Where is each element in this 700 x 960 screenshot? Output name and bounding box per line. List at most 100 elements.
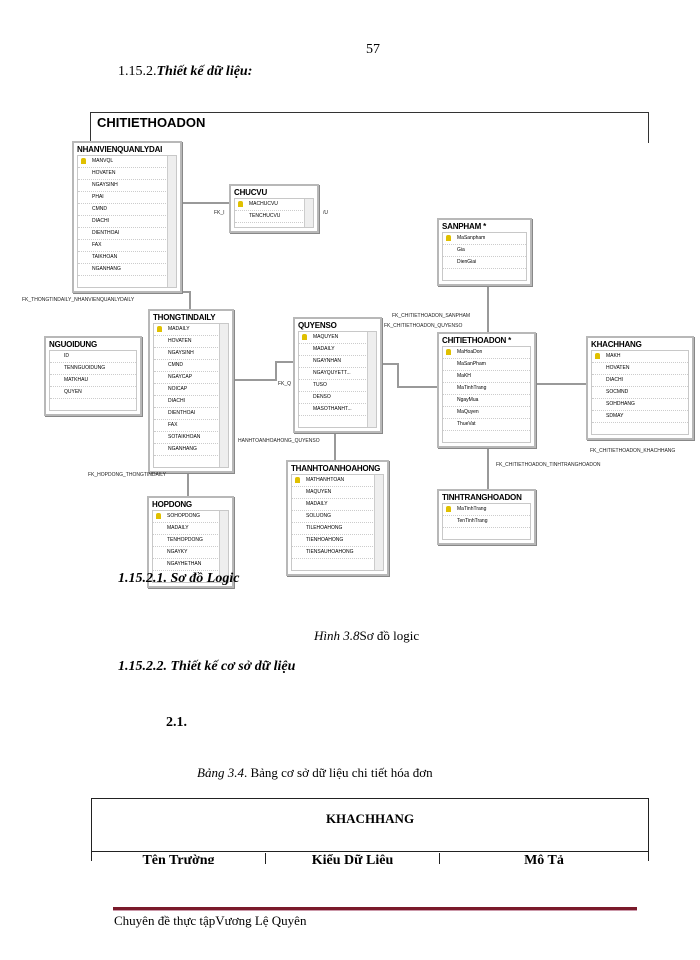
footer-divider	[113, 907, 637, 911]
field-row: NGAYQUYETT...	[299, 368, 376, 380]
field-row: HOVATEN	[78, 168, 176, 180]
field-name: QUYEN	[64, 389, 82, 395]
scrollbar[interactable]	[167, 156, 176, 287]
field-name: HOVATEN	[168, 338, 192, 344]
field-name: NGAYNHAN	[313, 358, 341, 364]
field-row: QUYEN	[50, 387, 136, 399]
field-row: NGAYNHAN	[299, 356, 376, 368]
field-name: SDMAY	[606, 413, 624, 419]
field-name: NGAYSINH	[168, 350, 194, 356]
header-field-name: Tên Trường	[92, 853, 266, 864]
field-name: MaSanpham	[457, 235, 486, 241]
field-name: ID	[64, 353, 69, 359]
field-name: MADAILY	[168, 326, 190, 332]
entity-title: HOPDONG	[152, 500, 192, 509]
scrollbar[interactable]	[219, 511, 228, 582]
scrollbar[interactable]	[367, 332, 376, 427]
db-table-title: KHACHHANG	[325, 811, 415, 826]
scrollbar[interactable]	[304, 199, 313, 227]
field-row: DIACHI	[154, 396, 228, 408]
header-description: Mô Tả	[524, 853, 564, 864]
field-name: NGAYSINH	[92, 182, 118, 188]
field-row: MADAILY	[153, 523, 228, 535]
field-name: ThueVat	[457, 421, 476, 427]
field-row: DENSO	[299, 392, 376, 404]
field-row: MACHUCVU	[235, 199, 313, 211]
field-row: ThueVat	[443, 419, 530, 431]
entity-title: NHANVIENQUANLYDAI	[77, 145, 163, 154]
field-name: DENSO	[313, 394, 331, 400]
empty-row	[443, 528, 530, 539]
field-name: TENHOPDONG	[167, 537, 203, 543]
rel-label: FK_THONGTINDAILY_NHANVIENQUANLYDAILY	[22, 297, 135, 303]
field-row: MAKH	[592, 351, 688, 363]
db-table-header-row: Tên Trường Kiểu Dữ Liệu Mô Tả	[92, 851, 648, 864]
diagram-frame: CHITIETHOADON	[90, 112, 649, 143]
field-name: FAX	[92, 242, 102, 248]
field-row: MaKH	[443, 371, 530, 383]
field-row: NGANHANG	[78, 264, 176, 276]
field-row: TIENHOAHONG	[292, 535, 383, 547]
field-row: MANVQL	[78, 156, 176, 168]
field-row: TILEHOAHONG	[292, 523, 383, 535]
field-row: SOHDHANG	[592, 399, 688, 411]
rel-label: FK_Q	[278, 381, 292, 387]
field-row: MaSanPham	[443, 359, 530, 371]
field-name: MASOTHANHT...	[313, 406, 352, 412]
field-row: HOVATEN	[592, 363, 688, 375]
primary-key-icon	[81, 158, 86, 164]
scrollbar[interactable]	[219, 324, 228, 467]
rel-label: FK_I	[214, 210, 225, 216]
field-row: MASOTHANHT...	[299, 404, 376, 416]
entity-title: CHUCVU	[234, 188, 268, 197]
entity-title: NGUOIDUNG	[49, 340, 97, 349]
field-name: MaHoaDon	[457, 349, 483, 355]
field-row: MaQuyen	[443, 407, 530, 419]
field-name: TenTinhTrang	[457, 518, 488, 524]
field-name: TENNGUOIDUNG	[64, 365, 106, 371]
field-name: TILEHOAHONG	[306, 525, 343, 531]
field-row: NOICAP	[154, 384, 228, 396]
entity-title: THONGTINDAILY	[153, 313, 216, 322]
scrollbar[interactable]	[374, 475, 383, 570]
figure-caption-label: Hình 3.8	[314, 628, 360, 643]
field-row: SOHOPDONG	[153, 511, 228, 523]
field-name: NGAYQUYETT...	[313, 370, 351, 376]
primary-key-icon	[302, 334, 307, 340]
field-name: DIACHI	[168, 398, 185, 404]
section-title: Thiết kế dữ liệu:	[156, 64, 253, 79]
field-row: DienGiai	[443, 257, 526, 269]
primary-key-icon	[595, 353, 600, 359]
field-name: MATHANHTOAN	[306, 477, 345, 483]
field-name: NGANHANG	[92, 266, 121, 272]
field-name: MADAILY	[306, 501, 328, 507]
field-name: SOTAIKHOAN	[168, 434, 201, 440]
field-row: TENNGUOIDUNG	[50, 363, 136, 375]
table-caption-label: Bảng 3.4	[197, 765, 244, 780]
field-row: SOLUONG	[292, 511, 383, 523]
field-row: SDMAY	[592, 411, 688, 423]
field-row: TenTinhTrang	[443, 516, 530, 528]
field-name: MaTinhTrang	[457, 385, 487, 391]
field-row: NGAYCAP	[154, 372, 228, 384]
field-name: MACHUCVU	[249, 201, 278, 207]
rel-line-quyenso-chitiet	[378, 363, 437, 388]
table-caption: Bảng 3.4. Bảng cơ sở dữ liệu chi tiết hó…	[197, 765, 433, 781]
field-row: SOCMND	[592, 387, 688, 399]
field-row: NgayMua	[443, 395, 530, 407]
